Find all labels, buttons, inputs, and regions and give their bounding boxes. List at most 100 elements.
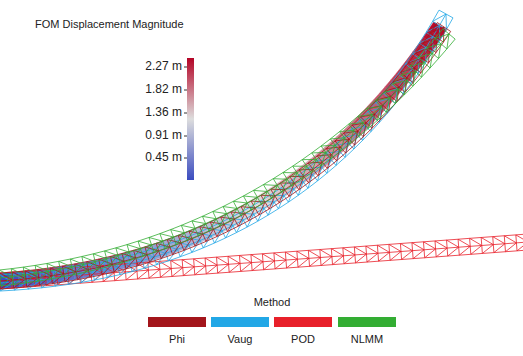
mesh-element [427, 44, 441, 48]
mesh-element [312, 153, 321, 166]
mesh-element [261, 192, 267, 205]
mesh-element [229, 263, 240, 272]
mesh-element [481, 237, 482, 253]
mesh-element [459, 246, 470, 255]
mesh-element [195, 266, 206, 275]
mesh-element [160, 234, 165, 249]
mesh-element [293, 166, 307, 167]
legend-entry: Phi [169, 333, 185, 345]
mesh-element [183, 267, 194, 276]
mesh-element [436, 248, 447, 257]
mesh-element [343, 248, 355, 255]
mesh-element [217, 224, 224, 236]
mesh-element [91, 264, 94, 280]
mesh-element [109, 256, 118, 267]
mesh-element [482, 245, 493, 254]
mesh-element [283, 172, 297, 173]
colorbar-tick-label: 0.91 m [145, 129, 182, 142]
fom-beam [0, 22, 446, 289]
mesh-element [213, 212, 220, 226]
mesh-element [0, 270, 12, 277]
mesh-element [209, 219, 216, 231]
mesh-element [333, 256, 344, 265]
mesh-element [425, 249, 436, 258]
mesh-element [241, 263, 252, 272]
mesh-element [252, 262, 263, 271]
mesh-element [221, 217, 228, 231]
mesh-element [38, 269, 40, 285]
mesh-element [38, 271, 49, 281]
mesh-element [401, 75, 412, 86]
mesh-element [263, 185, 271, 199]
mesh-edge [0, 27, 444, 281]
mesh-element [299, 170, 308, 183]
mesh-edge [1, 39, 455, 286]
mesh-element [35, 265, 37, 281]
mesh-element [210, 222, 217, 237]
mesh-element [282, 179, 288, 192]
mesh-element [116, 248, 129, 252]
mesh-element [23, 267, 25, 283]
mesh-element [70, 259, 83, 264]
mesh-element [228, 256, 229, 272]
mesh-element [1, 277, 12, 286]
mesh-element [171, 230, 177, 245]
mesh-element [205, 258, 217, 265]
colorbar-title: FOM Displacement Magnitude [35, 18, 184, 30]
mesh-element [122, 253, 126, 268]
mesh-element [262, 254, 263, 270]
mesh-element [375, 98, 389, 101]
mesh-element [422, 63, 425, 78]
mesh-element [138, 241, 143, 256]
mesh-element [377, 106, 381, 120]
mesh-element [493, 237, 494, 253]
legend-title-holder: Method [254, 296, 291, 308]
colorbar [187, 58, 194, 180]
mesh-element [35, 265, 48, 271]
mesh-element [168, 249, 177, 261]
colorbar-tick-label-holder: 0.91 m [145, 129, 182, 142]
mesh-element [25, 271, 27, 287]
mesh-element [320, 250, 332, 257]
mesh-element [418, 57, 430, 68]
colorbar-tick-label: 1.82 m [145, 83, 182, 96]
mesh-element [239, 255, 240, 271]
mesh-element [172, 268, 183, 277]
mesh-element [312, 152, 326, 154]
legend-title: Method [254, 296, 291, 308]
mesh-element [366, 246, 367, 262]
mesh-element [87, 262, 101, 267]
mesh-element [433, 14, 446, 21]
mesh-element [149, 237, 154, 252]
mesh-element [427, 48, 439, 59]
mesh-element [504, 236, 516, 243]
mesh-element [412, 243, 413, 259]
mesh-element [228, 219, 235, 231]
mesh-element [413, 72, 416, 87]
mesh-element [233, 201, 247, 203]
mesh-element [223, 207, 237, 209]
mesh-element [184, 239, 192, 251]
mesh-element [320, 250, 321, 266]
mesh-element [171, 261, 183, 268]
mesh-element [354, 247, 366, 254]
mesh-element [213, 212, 227, 214]
mesh-beam [0, 29, 455, 286]
colorbar-tick [184, 158, 187, 159]
mesh-beam [0, 234, 523, 289]
mesh-element [354, 247, 355, 263]
colorbar-tick [184, 136, 187, 137]
mesh-element [293, 166, 302, 179]
mesh-element [504, 236, 505, 252]
mesh-element [350, 130, 354, 144]
mesh-element [115, 272, 126, 281]
legend-entry: NLMM [351, 333, 383, 345]
mesh-element [481, 237, 493, 244]
mesh-element [321, 152, 326, 165]
mesh-element [412, 243, 424, 250]
mesh-element [410, 66, 422, 77]
mesh-element [439, 10, 453, 18]
mesh-element [389, 244, 401, 251]
mesh-element [251, 197, 257, 210]
mesh-element [419, 43, 432, 52]
